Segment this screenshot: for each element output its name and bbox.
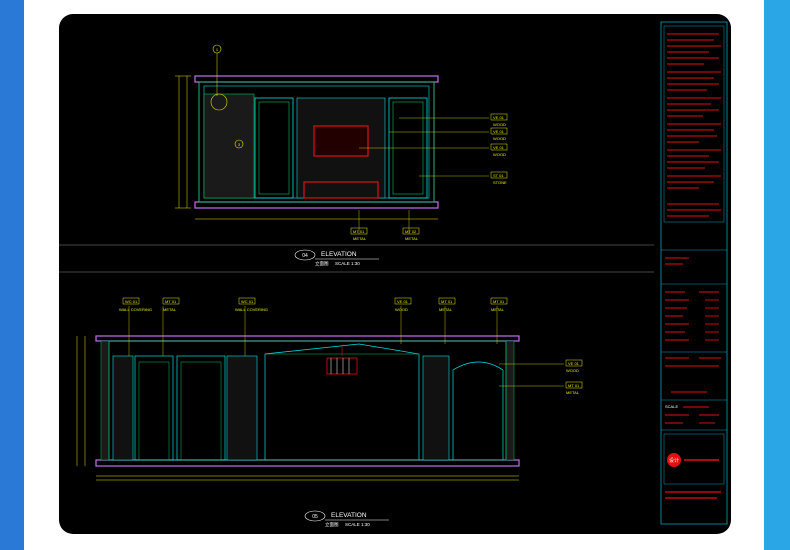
elevation-top: 1 3 VE 01 WOOD VE 01 WOOD VE 01 WOOD bbox=[59, 44, 654, 273]
bottom-tag-3: WC 01 WALL COVERING bbox=[235, 297, 268, 312]
top-leader-lines bbox=[358, 117, 489, 234]
svg-text:MT 01: MT 01 bbox=[441, 299, 453, 304]
svg-text:MT 02: MT 02 bbox=[405, 229, 417, 234]
top-tag-3: VE 01 WOOD bbox=[490, 143, 508, 157]
svg-text:STONE: STONE bbox=[493, 180, 507, 185]
svg-text:MT 01: MT 01 bbox=[493, 299, 505, 304]
svg-text:VE 01: VE 01 bbox=[568, 361, 580, 366]
tv-panel bbox=[313, 125, 369, 157]
svg-text:VE 01: VE 01 bbox=[397, 299, 409, 304]
elevation-bottom: WC 01 WALL COVERING MT 01 METAL WC 01 WA… bbox=[76, 297, 583, 528]
bottom-tag-5: MT 01 METAL bbox=[438, 297, 456, 312]
scale-label: SCALE bbox=[665, 404, 678, 409]
svg-text:WALL COVERING: WALL COVERING bbox=[235, 307, 268, 312]
svg-text:METAL: METAL bbox=[405, 236, 419, 241]
bottom-tag-7: VE 01 WOOD bbox=[565, 359, 583, 373]
caption-top: 04 ELEVATION 立面图 SCALE 1:30 bbox=[294, 249, 379, 267]
bottom-tag-1: WC 01 WALL COVERING bbox=[119, 297, 152, 312]
top-tag-4: ST 01 STONE bbox=[490, 171, 508, 185]
title-block: SCALE 设计 bbox=[660, 21, 728, 525]
chandelier bbox=[326, 346, 358, 375]
caption-top-scale: SCALE 1:30 bbox=[335, 261, 360, 266]
top-tag-1: VE 01 WOOD bbox=[490, 113, 508, 127]
svg-text:METAL: METAL bbox=[353, 236, 367, 241]
svg-text:WALL COVERING: WALL COVERING bbox=[119, 307, 152, 312]
bottom-tag-6: MT 01 METAL bbox=[490, 297, 508, 312]
svg-text:WOOD: WOOD bbox=[493, 152, 506, 157]
company-logo: 设计 bbox=[667, 453, 719, 467]
caption-top-number: 04 bbox=[302, 253, 308, 259]
top-tag-2: VE 01 WOOD bbox=[490, 127, 508, 141]
top-panel-left bbox=[254, 97, 294, 199]
svg-text:METAL: METAL bbox=[439, 307, 453, 312]
cad-drawing-canvas: 1 3 VE 01 WOOD VE 01 WOOD VE 01 WOOD bbox=[59, 14, 731, 534]
design-notes bbox=[667, 33, 721, 217]
caption-bottom-number: 05 bbox=[312, 514, 318, 520]
top-cornice bbox=[194, 75, 439, 83]
detail-mark-1: 1 bbox=[216, 47, 219, 52]
svg-text:WOOD: WOOD bbox=[395, 307, 408, 312]
svg-text:WC 01: WC 01 bbox=[125, 299, 138, 304]
tv-cabinet bbox=[303, 181, 379, 199]
top-tag-5: MT 01 METAL bbox=[350, 227, 368, 241]
top-tag-6: MT 02 METAL bbox=[402, 227, 420, 241]
svg-text:VE 01: VE 01 bbox=[493, 129, 505, 134]
svg-text:VE 01: VE 01 bbox=[493, 115, 505, 120]
svg-text:METAL: METAL bbox=[491, 307, 505, 312]
bottom-tag-2: MT 01 METAL bbox=[162, 297, 180, 312]
bottom-tag-8: MT 01 METAL bbox=[565, 381, 583, 395]
top-base bbox=[194, 201, 439, 209]
caption-top-subtitle: 立面图 bbox=[315, 260, 329, 267]
caption-bottom: 05 ELEVATION 立面图 SCALE 1:30 bbox=[304, 510, 389, 528]
svg-text:METAL: METAL bbox=[566, 390, 580, 395]
caption-bottom-scale: SCALE 1:30 bbox=[345, 522, 370, 527]
bottom-ceiling bbox=[95, 335, 520, 342]
bottom-floor bbox=[95, 459, 520, 467]
caption-top-title: ELEVATION bbox=[321, 251, 357, 258]
svg-text:WC 01: WC 01 bbox=[241, 299, 254, 304]
detail-mark-2: 3 bbox=[238, 142, 241, 147]
svg-text:WOOD: WOOD bbox=[493, 122, 506, 127]
caption-bottom-title: ELEVATION bbox=[331, 512, 367, 519]
svg-text:WOOD: WOOD bbox=[566, 368, 579, 373]
svg-text:ST 01: ST 01 bbox=[493, 173, 504, 178]
svg-text:METAL: METAL bbox=[163, 307, 177, 312]
svg-text:MT 01: MT 01 bbox=[568, 383, 580, 388]
svg-text:设计: 设计 bbox=[669, 457, 679, 464]
svg-text:VE 01: VE 01 bbox=[493, 145, 505, 150]
svg-text:MT 01: MT 01 bbox=[353, 229, 365, 234]
cad-elevation-drawing: 1 3 VE 01 WOOD VE 01 WOOD VE 01 WOOD bbox=[59, 21, 728, 528]
caption-bottom-subtitle: 立面图 bbox=[325, 521, 339, 528]
svg-text:WOOD: WOOD bbox=[493, 136, 506, 141]
svg-text:MT 01: MT 01 bbox=[165, 299, 177, 304]
bottom-tag-4: VE 01 WOOD bbox=[394, 297, 412, 312]
